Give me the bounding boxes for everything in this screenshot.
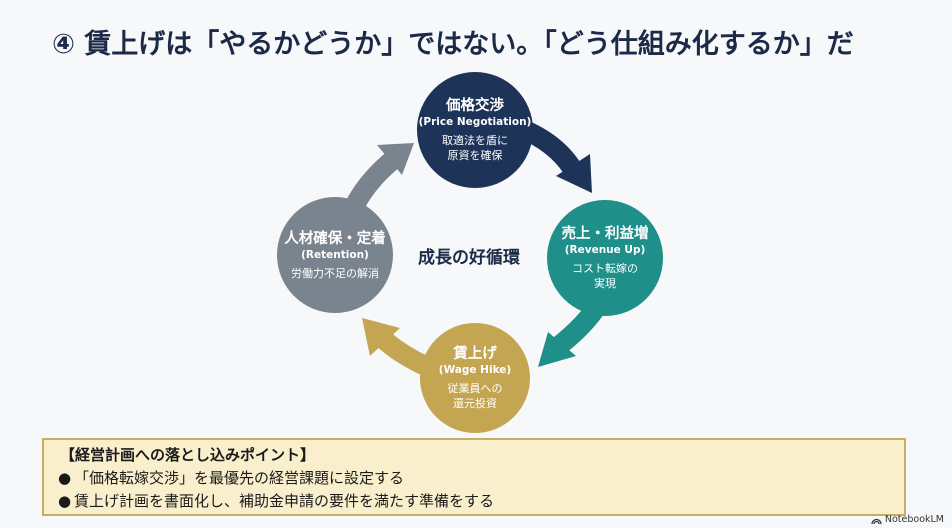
- cycle-node-price-negotiation: 価格交渉 (Price Negotiation) 取適法を盾に 原資を確保: [417, 72, 533, 188]
- arrow-revenue-to-wage: [538, 299, 607, 367]
- bullet-icon: ●: [58, 492, 72, 510]
- key-points-heading: 【経営計画への落とし込みポイント】: [60, 446, 316, 464]
- node-english: (Retention): [301, 248, 369, 261]
- cycle-center-label: 成長の好循環: [418, 248, 520, 268]
- node-name: 人材確保・定着: [284, 230, 386, 247]
- node-english: (Price Negotiation): [418, 116, 532, 128]
- key-point-text: 「価格転嫁交渉」を最優先の経営課題に設定する: [74, 469, 405, 487]
- notebooklm-logo-icon: [871, 518, 882, 524]
- node-name: 賃上げ: [453, 346, 497, 362]
- node-description: 取適法を盾に 原資を確保: [442, 134, 508, 162]
- key-point-item: ●賃上げ計画を書面化し、補助金申請の要件を満たす準備をする: [58, 490, 904, 513]
- arrow-retention-to-price: [346, 143, 414, 210]
- bullet-icon: ●: [58, 469, 72, 487]
- key-points-box: 【経営計画への落とし込みポイント】 ●「価格転嫁交渉」を最優先の経営課題に設定す…: [42, 438, 906, 516]
- slide-title: ④ 賃上げは「やるかどうか」ではない。「どう仕組み化するか」だ: [52, 29, 854, 60]
- arrow-wage-to-retention: [362, 318, 435, 378]
- cycle-node-wage-hike: 賃上げ (Wage Hike) 従業員への 還元投資: [420, 323, 530, 433]
- node-description: コスト転嫁の 実現: [572, 262, 638, 290]
- node-english: (Wage Hike): [438, 364, 512, 376]
- node-name: 売上・利益増: [561, 226, 649, 242]
- node-english: (Revenue Up): [564, 244, 646, 256]
- cycle-node-revenue-up: 売上・利益増 (Revenue Up) コスト転嫁の 実現: [547, 200, 663, 316]
- key-point-text: 賃上げ計画を書面化し、補助金申請の要件を満たす準備をする: [74, 492, 495, 510]
- node-name: 価格交渉: [446, 98, 504, 114]
- key-point-item: ●「価格転嫁交渉」を最優先の経営課題に設定する: [58, 467, 904, 490]
- cycle-node-retention: 人材確保・定着 (Retention) 労働力不足の解消: [277, 197, 393, 313]
- brand-label: NotebookLM: [884, 514, 944, 525]
- node-description: 従業員への 還元投資: [447, 382, 503, 410]
- node-description: 労働力不足の解消: [291, 266, 379, 280]
- notebooklm-watermark: NotebookLM: [871, 514, 944, 525]
